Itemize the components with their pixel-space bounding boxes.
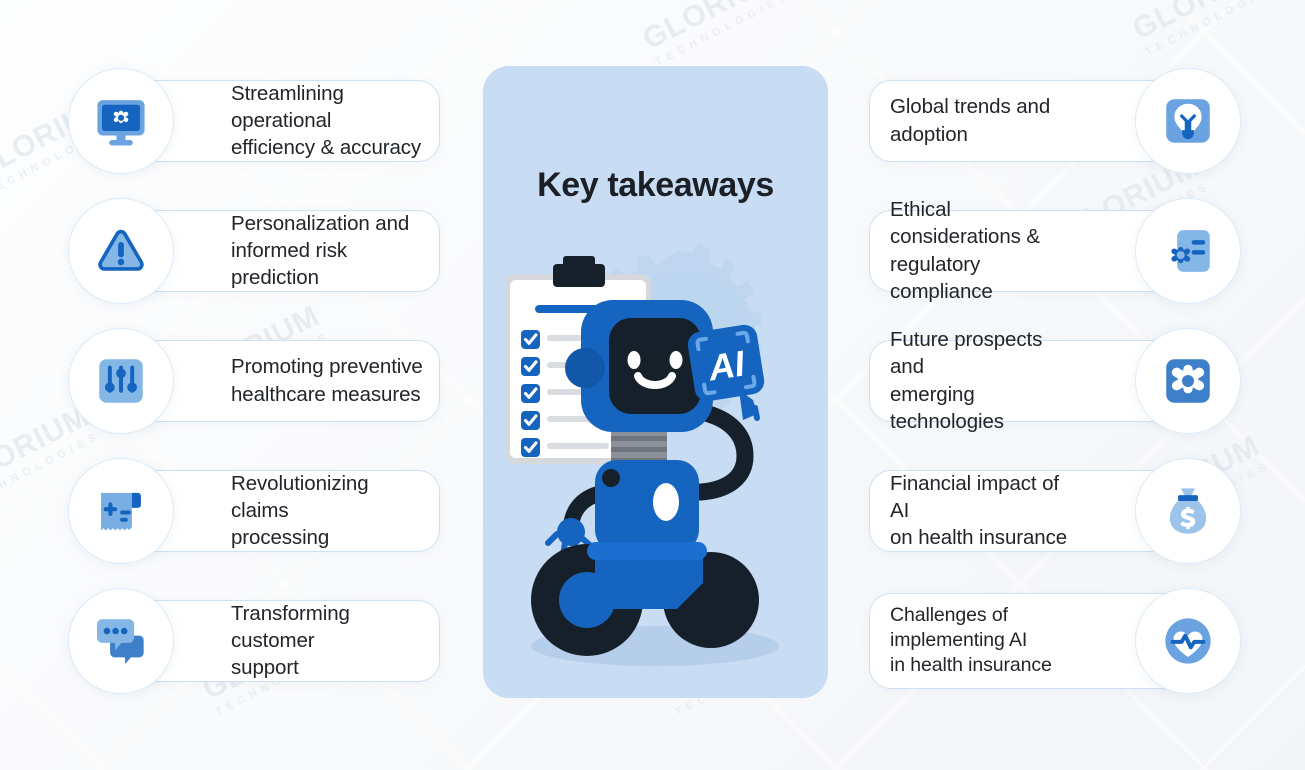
robot-face-screen (609, 318, 701, 414)
left-takeaways-column: Streamlining operational efficiency & ac… (68, 66, 440, 706)
robot-body (595, 460, 699, 552)
list-item[interactable]: Streamlining operational efficiency & ac… (68, 66, 440, 175)
list-item[interactable]: Global trends and adoption (869, 66, 1241, 175)
takeaway-label: Personalization and informed risk predic… (231, 211, 410, 290)
takeaway-label: Financial impact of AI on health insuran… (890, 471, 1068, 550)
list-item[interactable]: Personalization and informed risk predic… (68, 196, 440, 305)
chat-bubbles-icon (68, 587, 174, 694)
receipt-claim-icon (68, 457, 174, 564)
takeaway-label: Future prospects and emerging technologi… (890, 328, 1043, 433)
list-item[interactable]: Transforming customer support (68, 586, 440, 695)
warning-triangle-icon (68, 197, 174, 304)
takeaway-label: Streamlining operational efficiency & ac… (231, 81, 422, 160)
takeaway-label: Challenges of implementing AI in health … (890, 604, 1052, 676)
heart-pulse-icon (1135, 587, 1241, 694)
money-bag-icon (1135, 457, 1241, 564)
robot-right-hand (739, 390, 760, 421)
takeaway-label: Revolutionizing claims processing (231, 471, 369, 550)
robot-right-arm (692, 403, 754, 501)
center-panel: Key takeaways (483, 66, 828, 698)
robot-wheels (531, 542, 759, 656)
lightbulb-icon (1135, 67, 1241, 174)
takeaway-card[interactable]: Future prospects and emerging technologi… (869, 328, 1191, 433)
gear-document-icon (1135, 197, 1241, 304)
ai-robot-illustration: AI (505, 242, 779, 666)
list-item[interactable]: Future prospects and emerging technologi… (869, 326, 1241, 435)
page-title: Key takeaways (537, 166, 774, 204)
list-item[interactable]: Challenges of implementing AI in health … (869, 586, 1241, 695)
right-takeaways-column: Global trends and adoption Ethical consi… (869, 66, 1241, 706)
list-item[interactable]: Financial impact of AI on health insuran… (869, 456, 1241, 565)
takeaway-label: Global trends and adoption (890, 95, 1051, 146)
takeaway-card[interactable]: Personalization and informed risk predic… (118, 209, 440, 292)
takeaway-label: Ethical considerations & regulatory comp… (890, 198, 1040, 303)
monitor-gear-icon (68, 67, 174, 174)
takeaway-label: Promoting preventive healthcare measures (231, 355, 423, 406)
ai-badge-text: AI (704, 342, 748, 388)
list-item[interactable]: Revolutionizing claims processing (68, 456, 440, 565)
list-item[interactable]: Promoting preventive healthcare measures (68, 326, 440, 435)
takeaway-label: Transforming customer support (231, 601, 350, 680)
list-item[interactable]: Ethical considerations & regulatory comp… (869, 196, 1241, 305)
gear-icon (1135, 327, 1241, 434)
sliders-icon (68, 327, 174, 434)
robot-head (565, 300, 713, 432)
ai-badge: AI (687, 324, 765, 402)
